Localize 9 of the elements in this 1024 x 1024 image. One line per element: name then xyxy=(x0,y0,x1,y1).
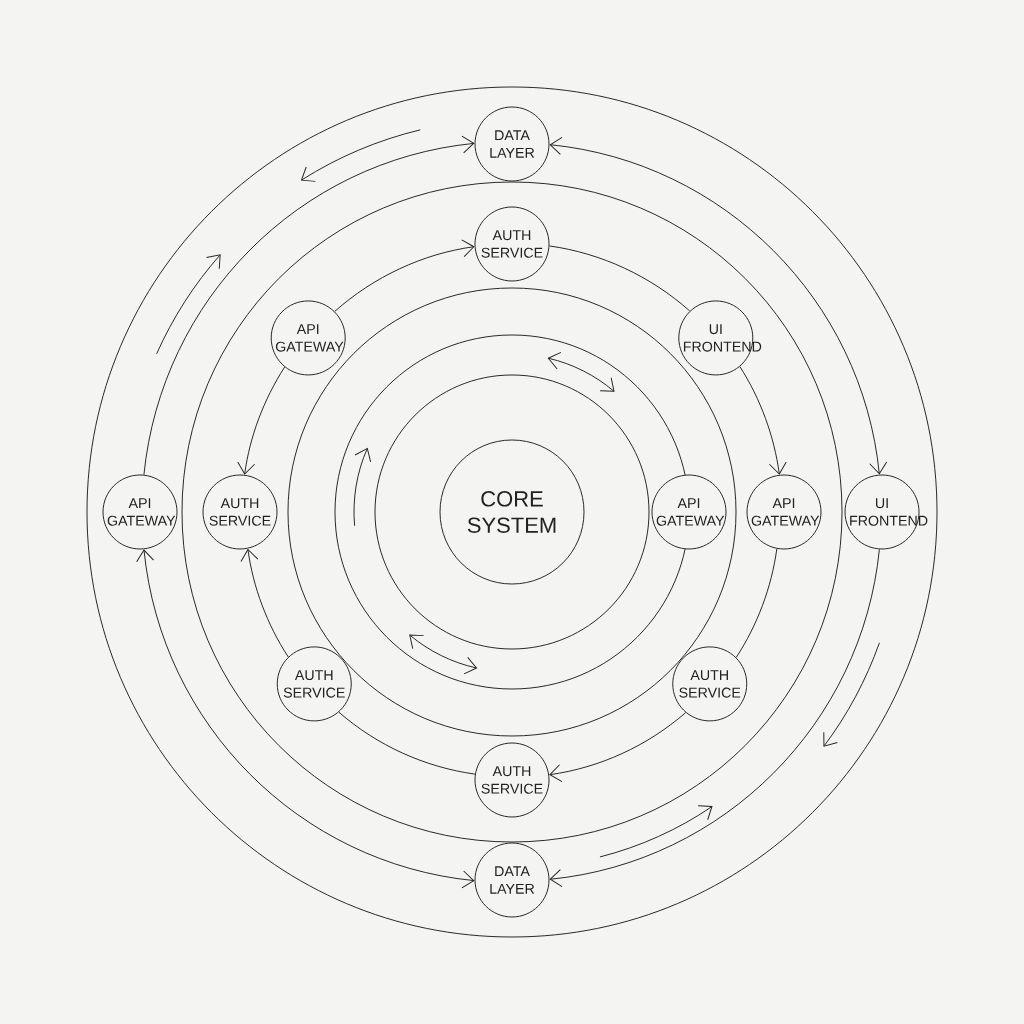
arrow xyxy=(549,548,880,888)
arrow xyxy=(549,712,687,783)
arrow xyxy=(143,135,475,476)
arrow xyxy=(334,239,475,312)
arrow xyxy=(240,548,289,658)
arrow xyxy=(549,136,888,475)
arrow xyxy=(136,549,475,889)
arrow xyxy=(237,366,286,475)
arrow xyxy=(739,366,787,475)
